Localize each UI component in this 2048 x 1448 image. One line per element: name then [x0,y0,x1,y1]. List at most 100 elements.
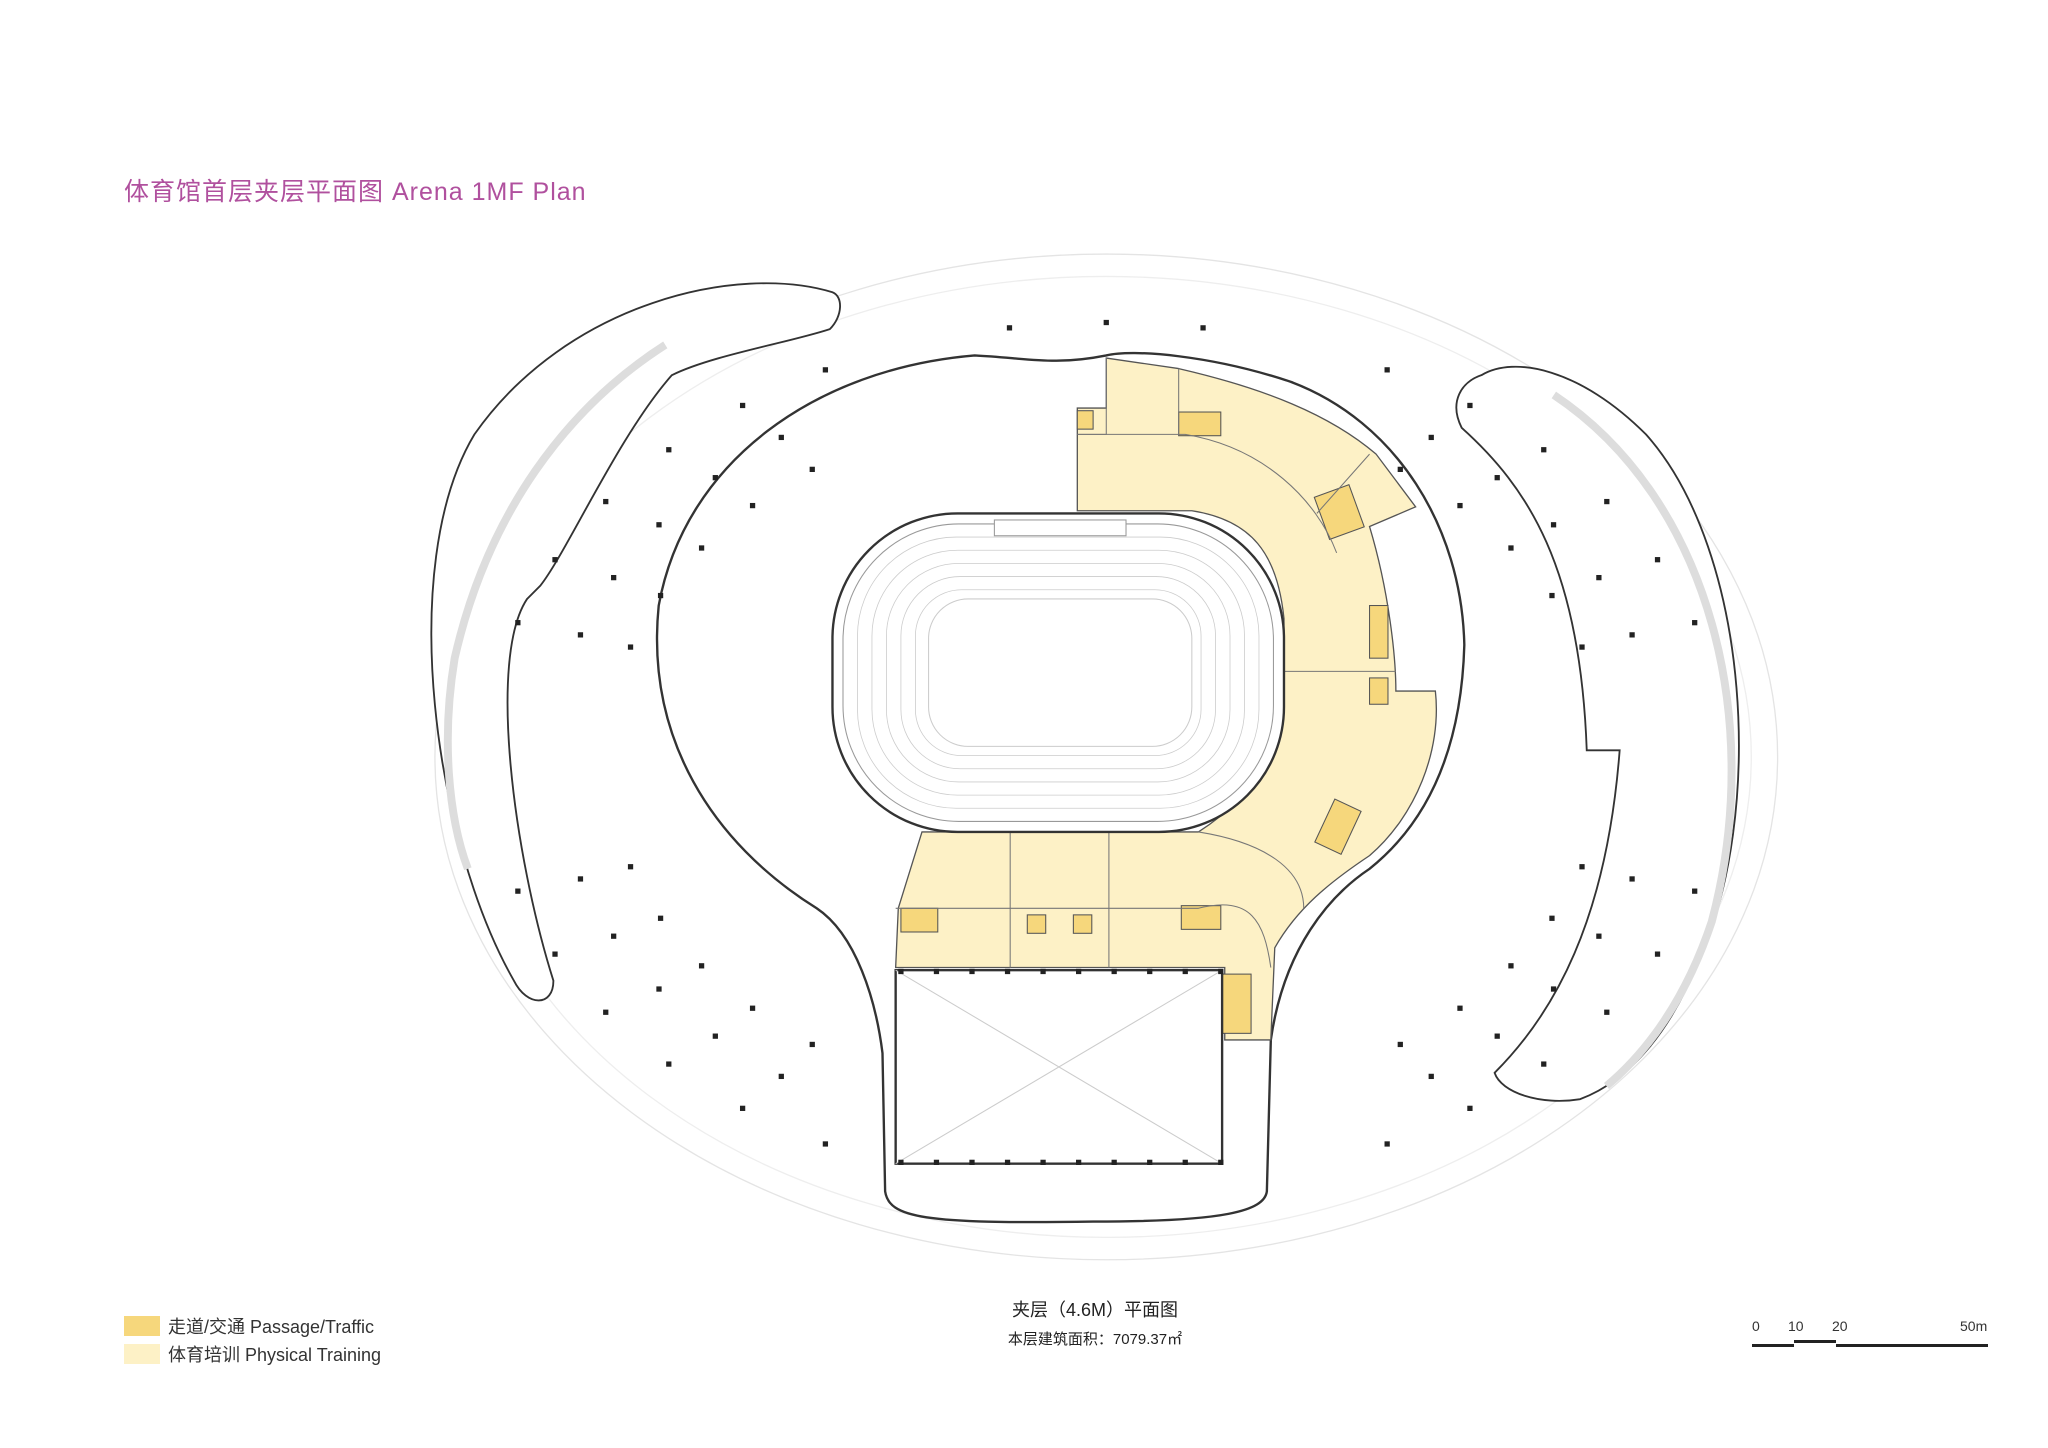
column-mark [657,592,664,599]
column-mark [1494,475,1500,481]
legend-item-training: 体育培训 Physical Training [124,1340,381,1368]
column-mark [1040,1159,1046,1165]
column-mark [1200,325,1206,331]
column-mark [1103,319,1109,326]
scale-bar: 0 10 20 50m [1752,1318,1992,1358]
column-mark [1218,968,1224,975]
column-mark [698,963,705,969]
room-partitions [895,358,1396,968]
seating-row [857,536,1260,809]
column-mark [1604,1009,1610,1015]
column-mark [1596,933,1602,939]
column-mark [1550,522,1557,528]
column-mark [778,434,784,441]
column-mark [809,466,815,473]
column-mark [778,1073,784,1080]
training-hall [894,968,1224,1165]
column-mark [1147,1159,1153,1165]
column-mark [969,968,975,975]
seating-row [915,589,1202,756]
column-mark [1629,632,1635,638]
passage-swatch [124,1316,160,1336]
scale-tick: 50m [1960,1318,1988,1334]
column-mark [552,951,558,957]
column-mark [1692,620,1698,626]
column-mark [1428,1073,1434,1080]
left-canopy [430,282,841,1002]
column-mark [969,1159,975,1165]
column-mark [1541,447,1547,453]
column-mark [1006,325,1013,331]
column-mark [1397,466,1403,473]
column-mark [933,1159,940,1165]
legend: 走道/交通 Passage/Traffic 体育培训 Physical Trai… [124,1312,381,1368]
column-mark [739,1105,746,1111]
column-mark [1579,644,1585,650]
column-mark [627,864,634,870]
column-mark [822,1141,829,1147]
column-mark [1457,502,1463,509]
arena-floor [928,598,1193,747]
column-mark [1075,968,1082,975]
column-mark [666,447,672,453]
column-mark [1397,1041,1403,1048]
column-mark [749,502,756,509]
site-boundary [434,253,1779,1261]
column-mark [1494,1033,1500,1039]
column-mark [1182,968,1188,975]
right-canopy-hatch [1551,391,1736,1090]
floor-area: 本层建筑面积：7079.37㎡ [1007,1331,1183,1348]
column-mark [898,968,904,975]
column-mark [603,498,609,505]
column-mark [1579,864,1585,870]
column-mark [1428,434,1434,441]
column-mark [1384,367,1390,373]
legend-label: 体育培训 Physical Training [168,1345,382,1365]
column-mark [1541,1061,1547,1067]
column-mark [1457,1005,1463,1011]
seating-row [900,576,1216,770]
column-mark [898,1159,904,1165]
column-mark [1467,402,1473,409]
column-mark [749,1005,756,1011]
column-mark [1692,888,1698,894]
column-mark [656,986,662,992]
column-mark [603,1009,609,1015]
column-mark [1654,951,1661,957]
column-mark [1004,968,1011,975]
column-mark [611,933,617,939]
column-mark [1508,963,1514,969]
column-mark [577,876,584,882]
column-mark [698,545,705,551]
column-mark [1218,1159,1224,1165]
column-mark [656,522,662,528]
column-mark [1550,986,1557,992]
column-mark [515,620,521,626]
column-mark [1384,1141,1390,1147]
column-mark [666,1061,672,1067]
column-mark [1147,968,1153,975]
column-mark [933,968,940,975]
column-mark [552,557,558,563]
column-mark [739,402,746,409]
column-mark [1654,557,1661,563]
column-mark [1182,1159,1188,1165]
column-mark [1075,1159,1082,1165]
scale-tick: 20 [1832,1318,1848,1334]
column-mark [822,367,829,373]
column-mark [1111,1159,1117,1165]
scale-tick: 10 [1788,1318,1804,1334]
column-mark [1040,968,1046,975]
training-swatch [124,1344,160,1364]
plan-name: 夹层（4.6M）平面图 [1011,1300,1179,1320]
column-mark [809,1041,815,1048]
legend-label: 走道/交通 Passage/Traffic [168,1317,375,1337]
column-mark [1467,1105,1473,1111]
left-canopy-hatch [443,341,668,871]
column-mark [627,644,634,650]
column-mark [657,915,664,921]
seating-row [871,549,1245,796]
column-mark [1508,545,1514,551]
passage-zones [900,410,1389,1034]
